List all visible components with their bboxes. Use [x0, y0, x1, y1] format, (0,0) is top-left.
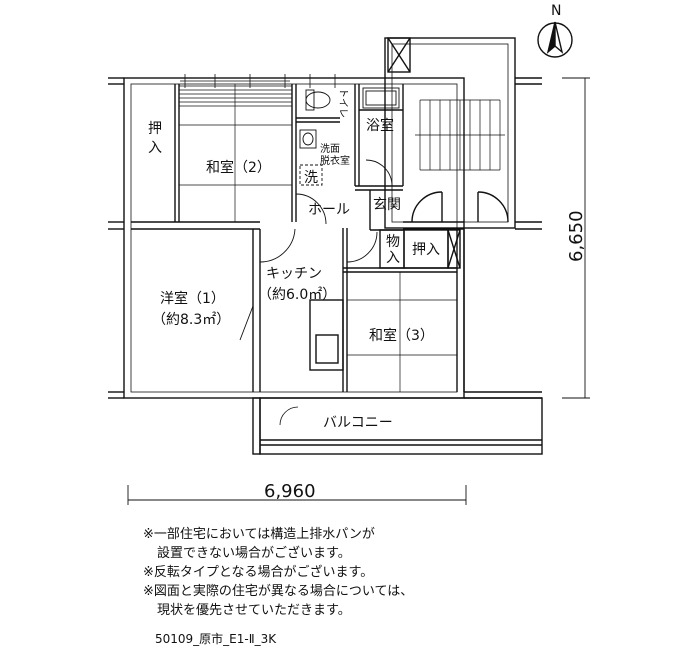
youshitsu1-area-label: （約8.3㎡） — [152, 312, 230, 328]
note-line-4: ※図面と実際の住宅が異なる場合については、 — [143, 584, 414, 599]
bathtub — [362, 87, 400, 109]
room-washitsu2-label: 和室（2） — [206, 159, 271, 176]
washitsu3-label: 和室（3） — [369, 327, 434, 344]
room-bath-label: 浴室 — [366, 117, 394, 134]
senmen-label-2: 脱衣室 — [320, 154, 350, 167]
note-line-3: ※反転タイプとなる場合がございます。 — [143, 565, 374, 580]
oshiire1-label-bottom: 入 — [148, 140, 162, 156]
wash-basin — [299, 129, 323, 186]
mono-label-bottom: 入 — [386, 250, 400, 266]
doors — [239, 159, 393, 341]
balcony-label: バルコニー — [323, 415, 393, 431]
north-arrow-icon — [537, 21, 573, 58]
tatami-washitsu3 — [347, 272, 457, 392]
mono-label-top: 物 — [386, 234, 400, 250]
senmen-label-1: 洗面 — [320, 143, 340, 155]
note-line-2: 設置できない場合がございます。 — [157, 546, 351, 561]
kitchen-label: キッチン — [266, 266, 322, 282]
youshitsu1-label: 洋室（1） — [160, 290, 225, 307]
genkan-label: 玄関 — [373, 196, 401, 213]
kitchen-area-label: （約6.0㎡） — [258, 287, 336, 303]
hall-label: ホール — [308, 202, 350, 218]
note-line-5: 現状を優先させていただきます。 — [157, 603, 351, 618]
toilet-label: トイレ — [337, 88, 348, 118]
width-dimension: 6,960 — [264, 481, 316, 502]
notes: ※一部住宅においては構造上排水パンが 設置できない場合がございます。 ※反転タイ… — [143, 525, 413, 620]
north-label: N — [551, 3, 561, 19]
height-dimension: 6,650 — [566, 210, 587, 262]
plan-code: 50109_原市_E1-Ⅱ_3K — [155, 632, 277, 646]
dimension-lines — [127, 77, 590, 505]
note-line-1: ※一部住宅においては構造上排水パンが — [143, 527, 375, 542]
washer-label: 洗 — [304, 170, 318, 186]
oshiire2-label: 押入 — [412, 242, 440, 258]
oshiire1-label-top: 押 — [148, 121, 162, 137]
interior-walls — [131, 84, 461, 392]
tatami-washitsu2 — [179, 84, 292, 222]
balcony — [252, 397, 543, 455]
toilet-fixture — [305, 89, 331, 111]
